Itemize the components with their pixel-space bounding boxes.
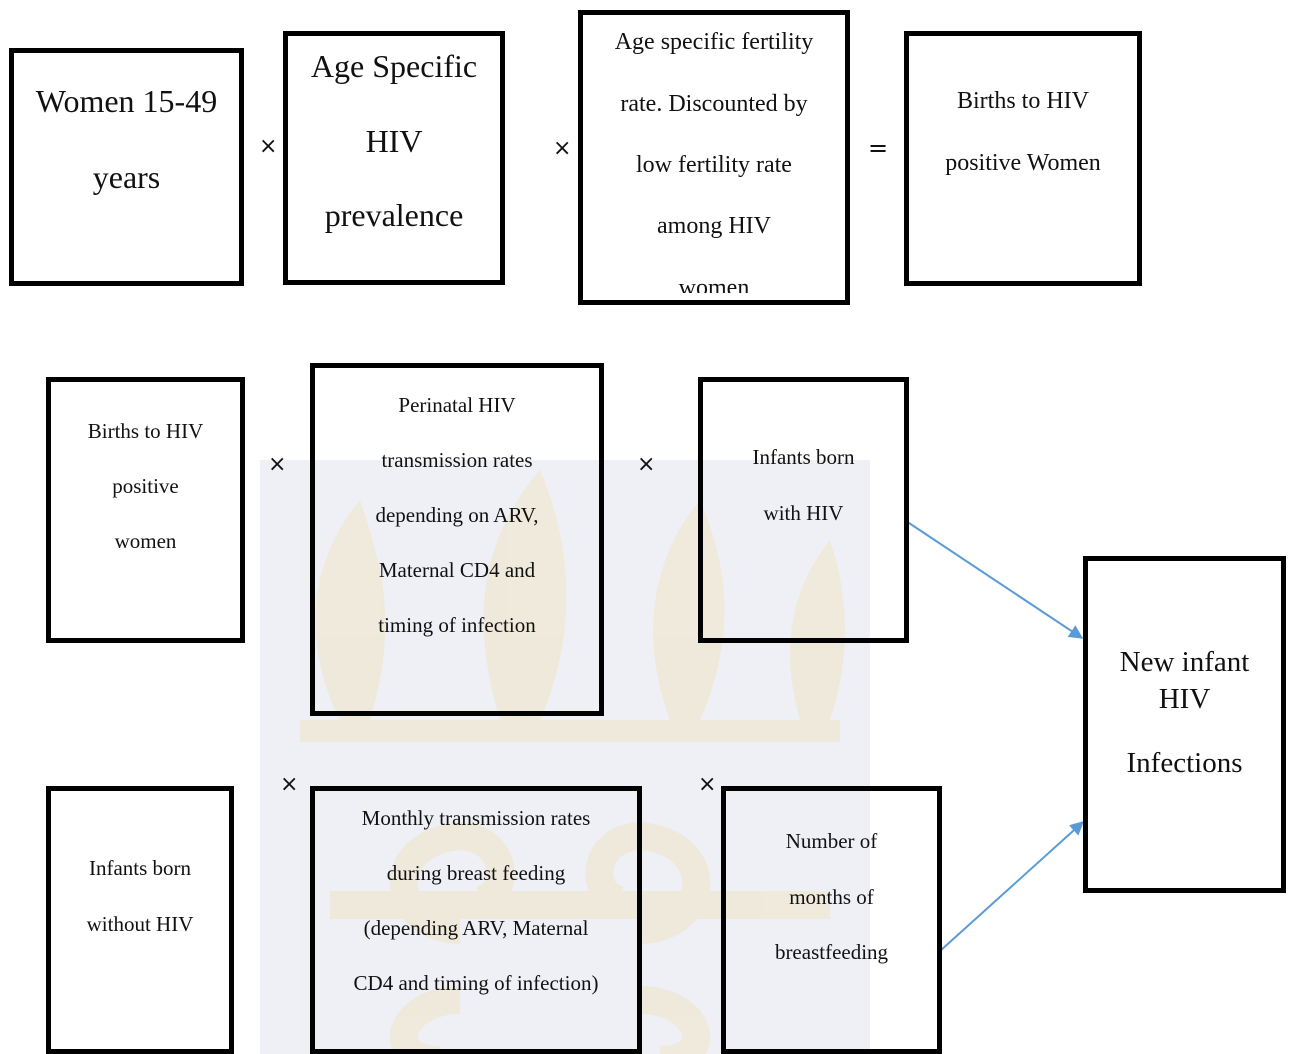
box-label: Age specific fertility xyxy=(614,29,814,55)
box-label: CD4 and timing of infection) xyxy=(353,971,599,995)
box-label: rate. Discounted by xyxy=(620,91,808,117)
multiply-operator: × xyxy=(637,452,656,477)
box-label: low fertility rate xyxy=(636,152,792,178)
multiply-operator: × xyxy=(268,452,287,477)
multiply-operator: × xyxy=(553,136,572,161)
box-label: Infants born xyxy=(752,445,855,469)
box-label: Age Specific xyxy=(310,48,478,84)
box-monthly-breastfeeding-transmission-rates: Monthly transmission rates during breast… xyxy=(310,786,642,1054)
box-label: breastfeeding xyxy=(774,940,889,964)
box-label: among HIV xyxy=(657,213,771,239)
multiply-operator: × xyxy=(259,134,278,159)
box-label: HIV xyxy=(365,123,423,159)
box-label: transmission rates xyxy=(381,448,533,472)
box-label: Women 15-49 xyxy=(35,83,218,119)
box-number-of-months-breastfeeding: Number of months of breastfeeding xyxy=(721,786,942,1054)
box-label: positive xyxy=(112,474,179,498)
box-age-specific-fertility-rate: Age specific fertility rate. Discounted … xyxy=(578,10,850,305)
box-births-to-hiv-positive-women-2: Births to HIV positive women xyxy=(46,377,245,643)
box-label: Maternal CD4 and xyxy=(378,558,536,582)
arrow-breastfeeding-to-result xyxy=(939,821,1085,952)
box-label: women xyxy=(678,275,750,293)
box-label: during breast feeding xyxy=(386,861,566,885)
box-label: Infections xyxy=(1126,747,1243,779)
box-label: years xyxy=(92,159,161,195)
box-label: positive Women xyxy=(945,150,1101,176)
box-label: (depending ARV, Maternal xyxy=(363,916,589,940)
box-label: Infants born xyxy=(88,856,192,880)
box-label: women xyxy=(114,529,177,553)
box-label: timing of infection xyxy=(378,613,536,637)
box-new-infant-hiv-infections: New infant HIV Infections xyxy=(1083,556,1286,893)
box-perinatal-transmission-rates: Perinatal HIV transmission rates dependi… xyxy=(310,363,604,716)
box-label: Perinatal HIV xyxy=(398,393,516,417)
box-label: with HIV xyxy=(763,501,844,525)
box-label: without HIV xyxy=(86,912,194,936)
box-label: Births to HIV xyxy=(87,419,204,443)
box-label: depending on ARV, xyxy=(375,503,539,527)
box-label: months of xyxy=(789,885,874,909)
box-label: New infant xyxy=(1119,646,1250,678)
box-infants-born-with-hiv: Infants born with HIV xyxy=(698,377,909,643)
multiply-operator: × xyxy=(698,772,717,797)
box-infants-born-without-hiv: Infants born without HIV xyxy=(46,786,234,1054)
box-age-specific-hiv-prevalence: Age Specific HIV prevalence xyxy=(283,31,505,285)
box-label: Number of xyxy=(785,829,878,853)
box-label: Monthly transmission rates xyxy=(361,806,591,830)
equals-operator: = xyxy=(868,134,889,162)
multiply-operator: × xyxy=(280,772,299,797)
box-births-to-hiv-positive-women: Births to HIV positive Women xyxy=(904,31,1142,286)
box-label: HIV xyxy=(1158,683,1211,715)
box-label: prevalence xyxy=(324,197,464,233)
arrow-infected-to-result xyxy=(905,520,1084,639)
box-women-15-49: Women 15-49 years xyxy=(9,48,244,286)
box-label: Births to HIV xyxy=(957,88,1089,114)
